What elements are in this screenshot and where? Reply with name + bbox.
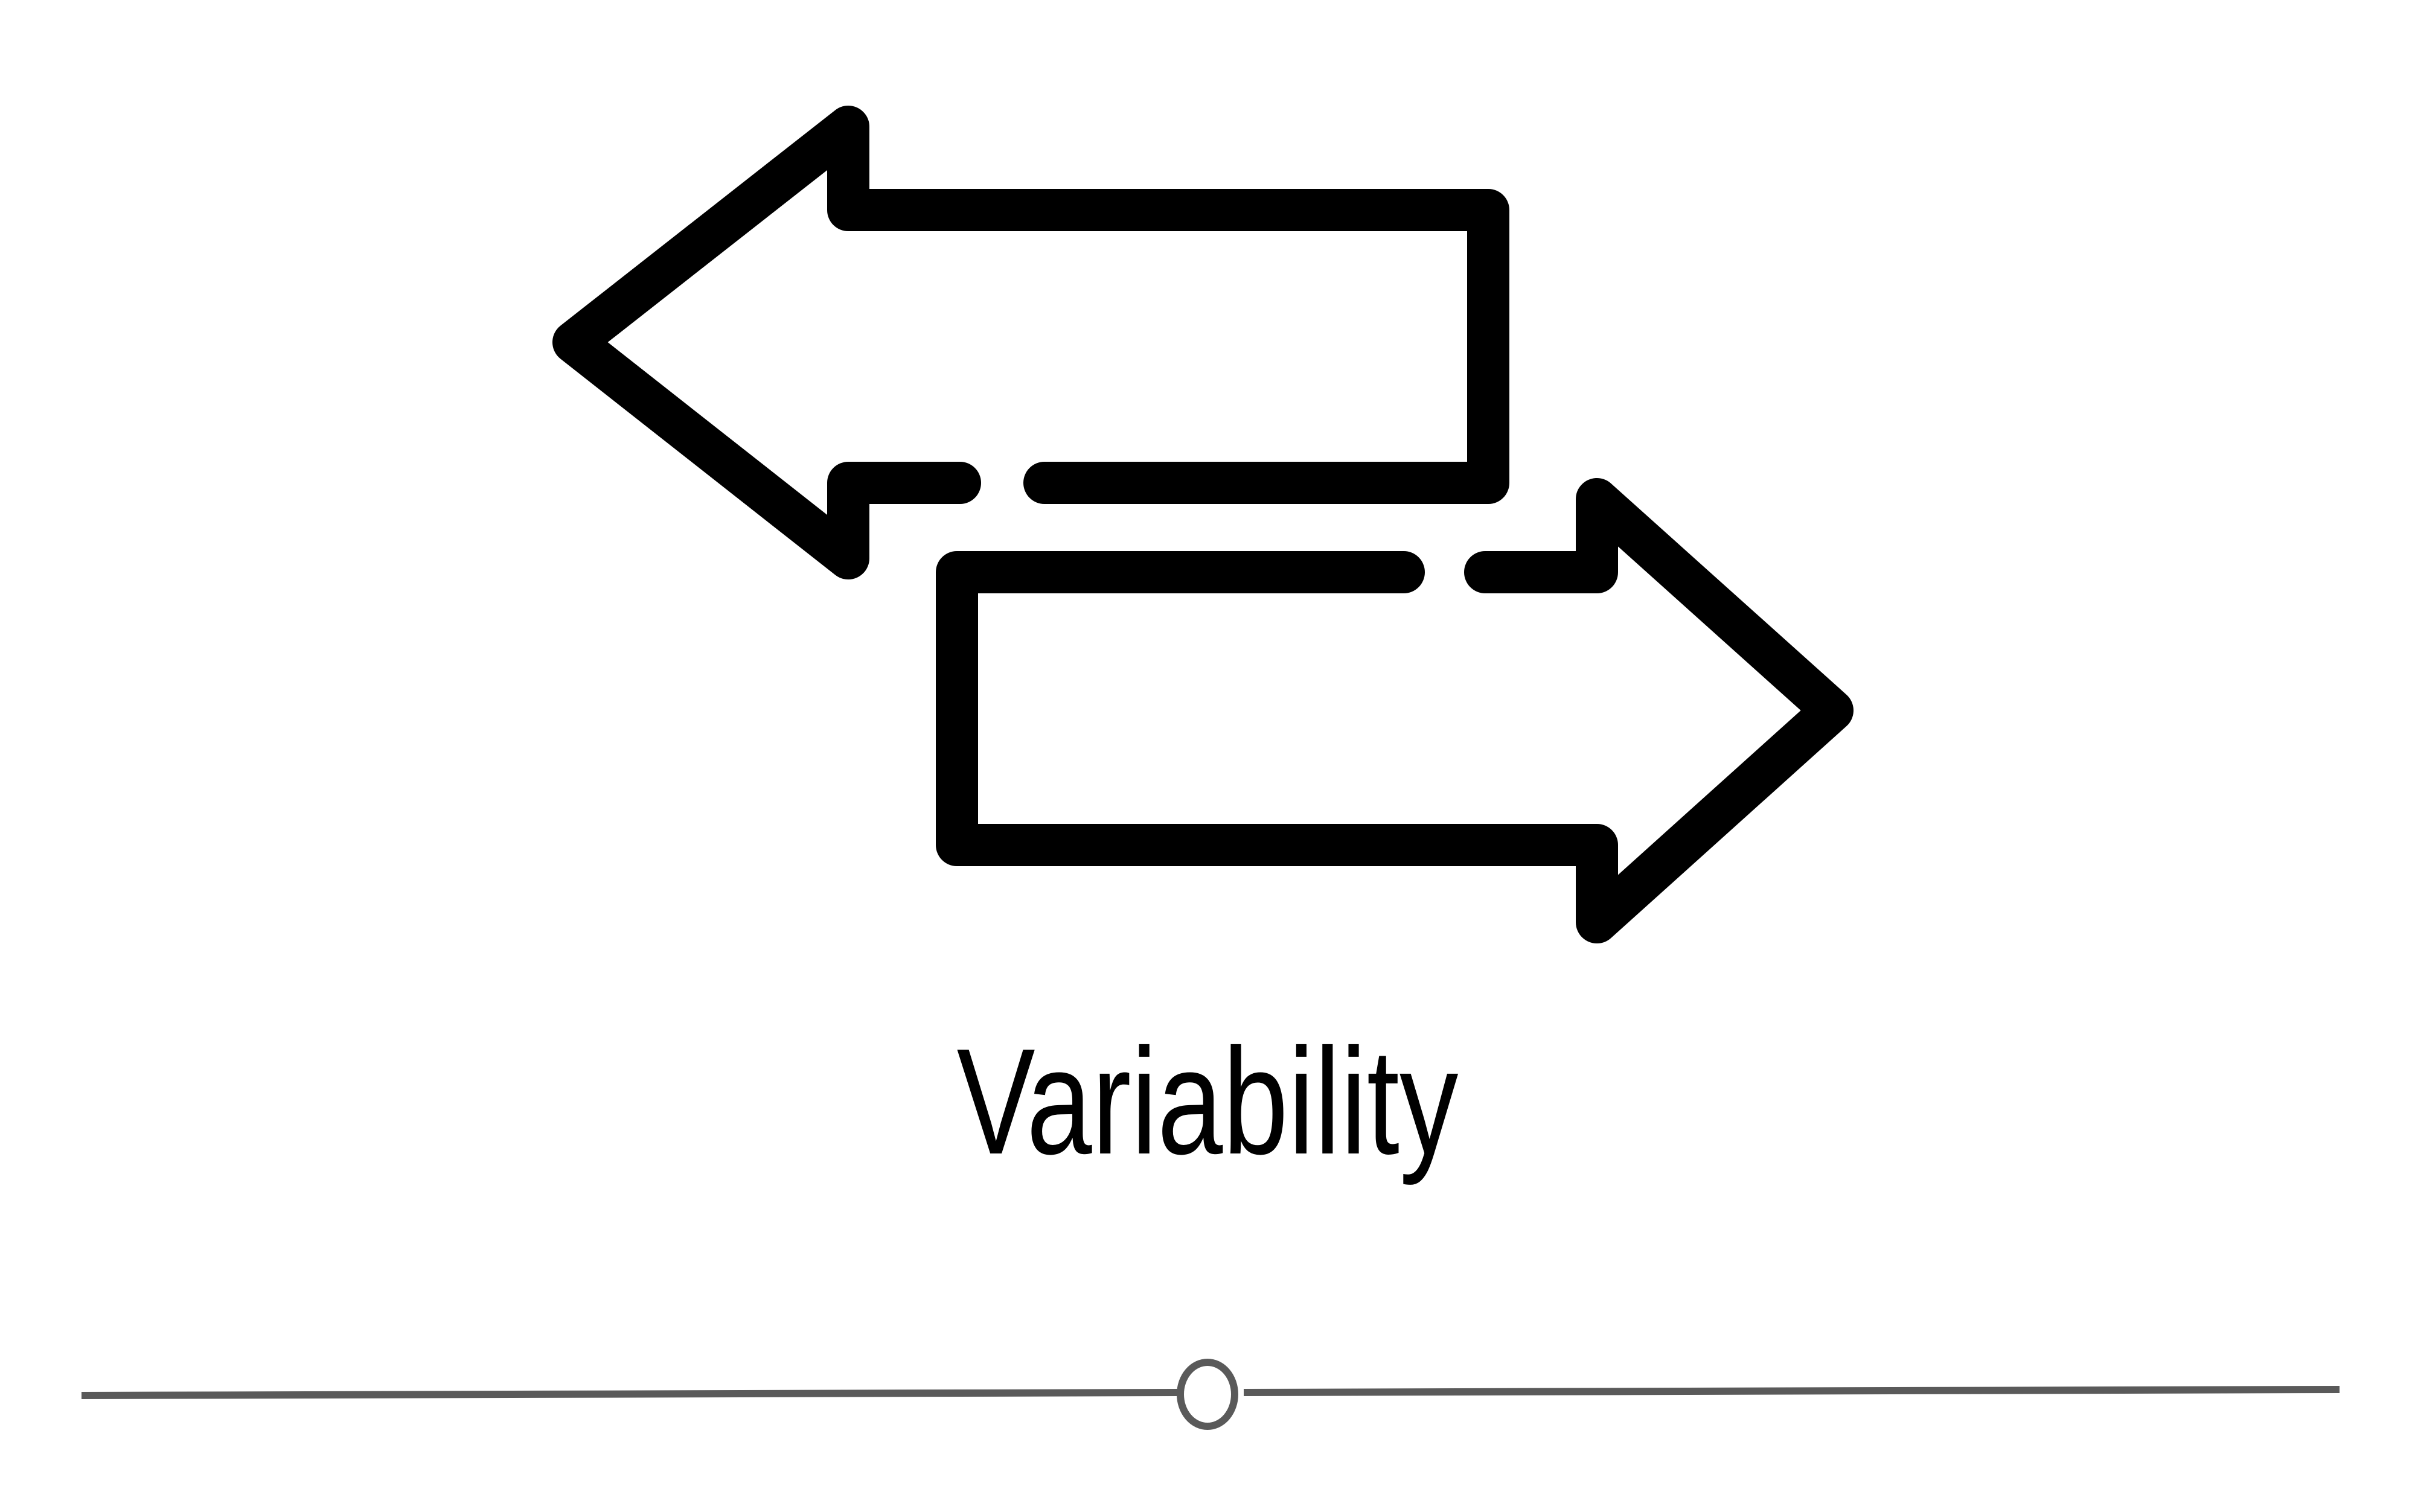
- right-arrow-outline: [936, 478, 1854, 943]
- left-arrow-outline: [552, 106, 1509, 579]
- diagram-title: Variability: [956, 1017, 1459, 1185]
- timeline-line-right: [1243, 1386, 2340, 1396]
- timeline-node-marker[interactable]: [1177, 1359, 1238, 1430]
- timeline-line-left: [81, 1389, 1178, 1399]
